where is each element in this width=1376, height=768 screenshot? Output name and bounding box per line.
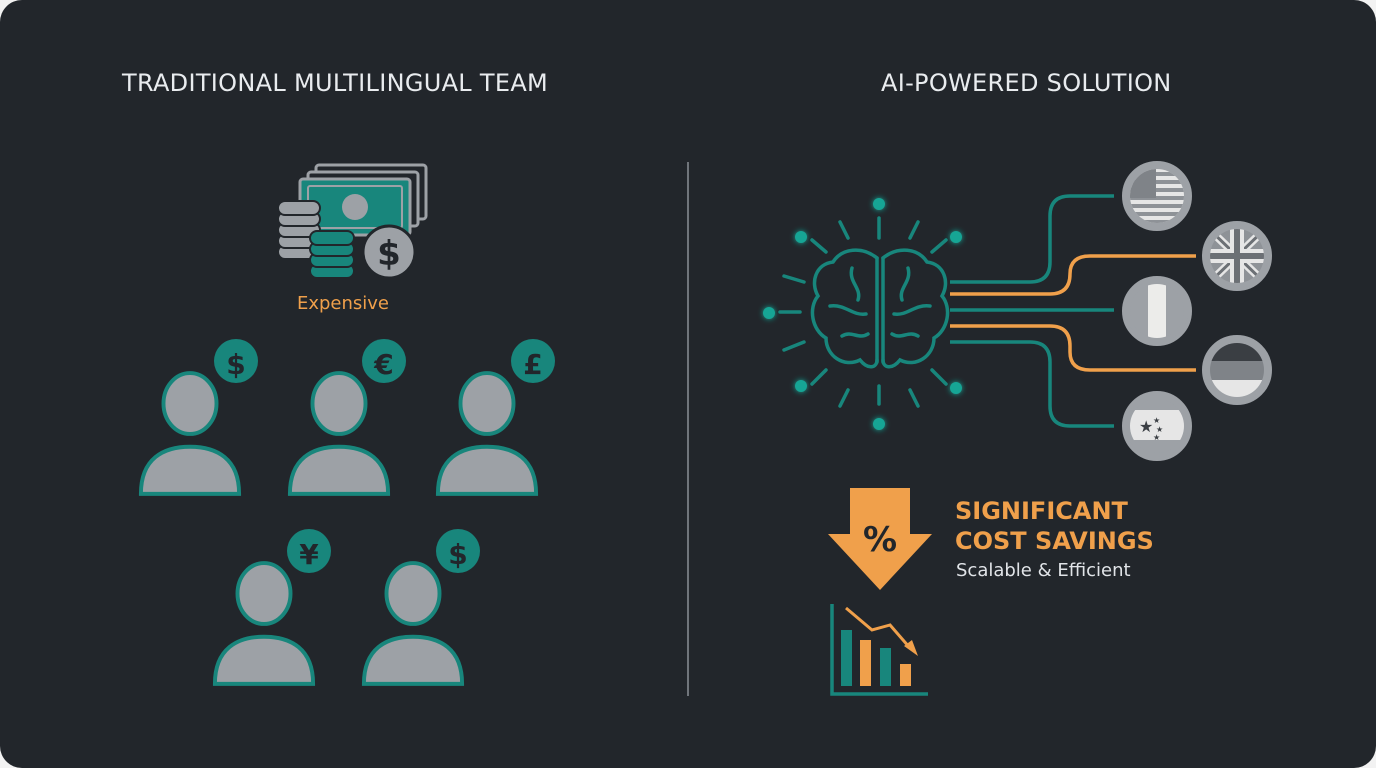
currency-symbol: $ [448, 538, 467, 571]
person-3: £ [435, 339, 555, 496]
money-stack-icon: $ [277, 163, 428, 280]
currency-badge [436, 529, 480, 573]
currency-badge [511, 339, 555, 383]
person-icon [361, 561, 465, 686]
svg-text:$: $ [377, 234, 401, 274]
star-flag-icon: ★ ★ ★ ★ [1122, 391, 1192, 461]
person-icon [212, 561, 316, 686]
connection-lines [950, 194, 1196, 428]
currency-symbol: $ [226, 348, 245, 381]
person-icon [435, 371, 539, 496]
percent-symbol: % [863, 520, 897, 560]
declining-bar-chart-icon [830, 604, 928, 696]
person-2: € [287, 339, 406, 496]
expensive-label: Expensive [297, 293, 389, 314]
savings-line-2: COST SAVINGS [955, 527, 1154, 555]
svg-text:★: ★ [1153, 433, 1160, 442]
savings-heading: SIGNIFICANT COST SAVINGS [955, 496, 1154, 556]
currency-badge [362, 339, 406, 383]
ai-brain-icon [778, 216, 950, 408]
percent-down-arrow-icon: % [828, 488, 932, 590]
right-title: AI-POWERED SOLUTION [881, 69, 1172, 97]
currency-symbol: £ [523, 348, 542, 381]
person-icon [138, 371, 242, 496]
savings-line-1: SIGNIFICANT [955, 497, 1128, 525]
svg-text:★: ★ [1156, 425, 1163, 434]
svg-text:★: ★ [1153, 416, 1160, 425]
svg-text:★: ★ [1139, 417, 1153, 436]
currency-badge [287, 529, 331, 573]
person-4: ¥ [212, 529, 331, 686]
currency-symbol: ¥ [299, 538, 319, 571]
savings-subtitle: Scalable & Efficient [956, 560, 1131, 581]
uk-flag-icon [1202, 221, 1272, 291]
person-icon [287, 371, 391, 496]
currency-symbol: € [373, 348, 393, 381]
horizontal-striped-flag-icon [1202, 335, 1272, 405]
us-flag-icon [1122, 161, 1192, 231]
striped-flag-icon [1122, 276, 1192, 346]
currency-badge [214, 339, 258, 383]
glowing-nodes [763, 198, 962, 430]
person-5: $ [361, 529, 480, 686]
person-1: $ [138, 339, 258, 496]
left-title: TRADITIONAL MULTILINGUAL TEAM [122, 69, 549, 97]
